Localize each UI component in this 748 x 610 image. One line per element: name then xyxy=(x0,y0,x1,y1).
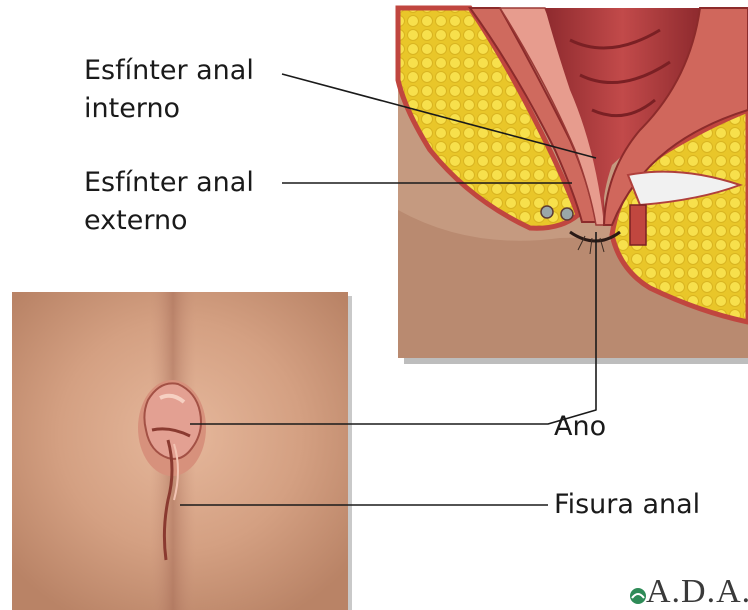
label-internal-sphincter-line2: interno xyxy=(84,92,180,126)
label-external-sphincter-line2: externo xyxy=(84,204,188,238)
adam-logo: A.D.A.M. xyxy=(628,574,748,610)
anal-fissure-photo xyxy=(12,292,352,610)
label-internal-sphincter-line1: Esfínter anal xyxy=(84,54,254,88)
logo-mark-icon xyxy=(628,586,648,606)
label-anal-fissure: Fisura anal xyxy=(554,488,700,522)
label-external-sphincter-line1: Esfínter anal xyxy=(84,166,254,200)
cross-section-illustration xyxy=(398,8,748,364)
logo-text: A.D.A.M. xyxy=(646,574,748,610)
label-anus: Ano xyxy=(554,410,606,444)
